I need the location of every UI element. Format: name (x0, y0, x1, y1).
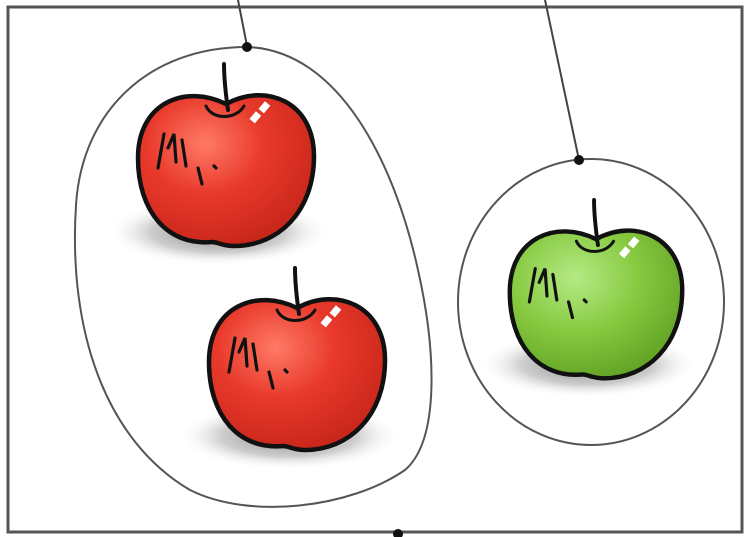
red-group-boundary (73, 45, 433, 508)
green-group-connector (544, 0, 580, 161)
bottom-anchor-dot (393, 529, 403, 537)
red-group-anchor-dot (242, 42, 252, 52)
green-group-boundary (457, 158, 725, 446)
red-group-connector (237, 0, 248, 47)
green-group-anchor-dot (574, 155, 584, 165)
